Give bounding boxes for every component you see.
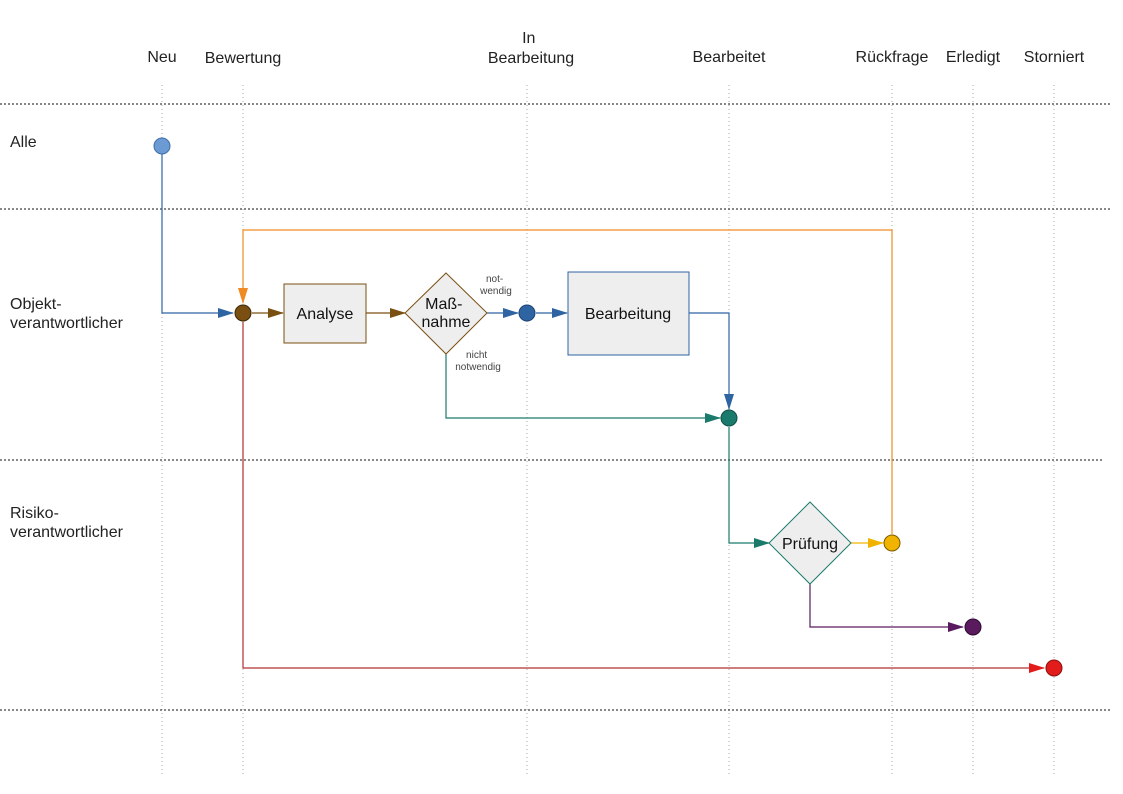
storniert-node[interactable] xyxy=(1045,659,1063,677)
rueckfrage-node[interactable] xyxy=(883,534,901,552)
edge-label-notwendig: not- wendig xyxy=(479,274,512,297)
erledigt-node[interactable] xyxy=(964,618,982,636)
edge-bearbeitet-to-pruefung xyxy=(728,427,770,548)
column-header-neu: Neu xyxy=(147,49,176,66)
column-header-storniert: Storniert xyxy=(1024,49,1085,66)
start-node[interactable] xyxy=(153,137,171,155)
bewertung-node[interactable] xyxy=(234,304,252,322)
pruefung-diamond[interactable] xyxy=(768,501,852,585)
edge-bewertung-to-storniert xyxy=(242,322,1045,673)
edge-start-to-bewertung xyxy=(161,154,234,318)
column-header-in-bearbeitung: In Bearbeitung xyxy=(488,30,574,67)
edge-label-nicht-notwendig: nicht notwendig xyxy=(455,350,501,373)
massnahme-label: Maß- nahme xyxy=(422,296,471,331)
bearbeitet-node[interactable] xyxy=(720,409,738,427)
pruefung-label: Prüfung xyxy=(782,536,838,553)
column-header-rueckfrage: Rückfrage xyxy=(856,49,929,66)
lane-label-risiko: Risiko- verantwortlicher xyxy=(10,505,124,541)
massnahme-diamond[interactable] xyxy=(404,272,488,355)
column-header-erledigt: Erledigt xyxy=(946,49,1001,66)
bearbeitung-box[interactable] xyxy=(567,271,690,356)
edge-rueckfrage-to-bewertung xyxy=(238,229,893,534)
analyse-label: Analyse xyxy=(297,306,354,323)
edge-nicht-notwendig-to-bearbeitet xyxy=(445,353,721,423)
analyse-box[interactable] xyxy=(283,283,367,344)
edge-pruefung-to-erledigt xyxy=(809,584,964,632)
edge-bearbeitung-to-bearbeitet xyxy=(689,312,734,410)
column-header-bewertung: Bewertung xyxy=(205,50,282,67)
lane-label-alle: Alle xyxy=(10,134,37,151)
in-bearbeitung-node[interactable] xyxy=(518,304,536,322)
column-header-bearbeitet: Bearbeitet xyxy=(693,49,766,66)
bearbeitung-label: Bearbeitung xyxy=(585,306,671,323)
lane-label-objekt: Objekt- verantwortlicher xyxy=(10,296,124,332)
